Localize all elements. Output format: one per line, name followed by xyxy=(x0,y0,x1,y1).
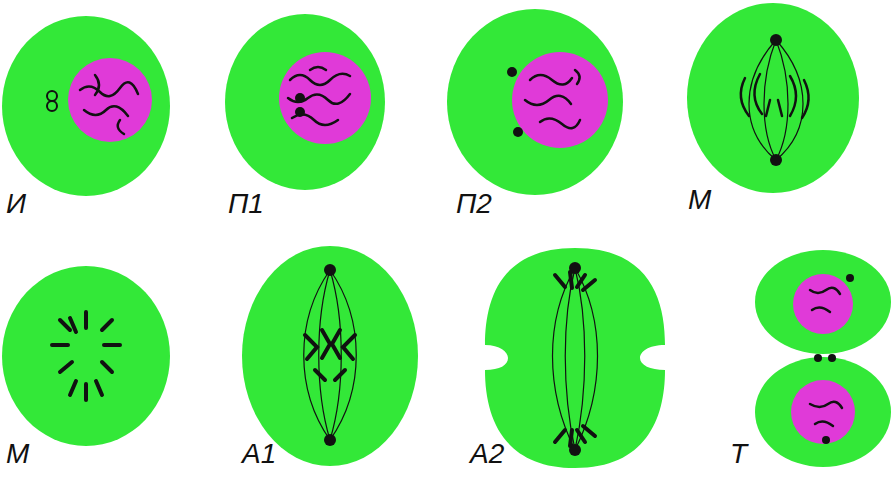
phase-label: А1 xyxy=(242,440,276,468)
chromatin xyxy=(47,67,842,426)
phase-label: М xyxy=(6,440,29,468)
nuclei xyxy=(68,52,855,444)
spindle xyxy=(304,40,803,450)
centrioles xyxy=(295,34,854,456)
chromosomes xyxy=(52,272,595,446)
phase-label: Т xyxy=(730,440,747,468)
phase-label: А2 xyxy=(470,440,504,468)
phase-label: П2 xyxy=(456,190,492,218)
phase-label: И xyxy=(6,190,26,218)
phase-label: П1 xyxy=(228,190,264,218)
cell-bodies xyxy=(2,3,891,468)
phase-label: М xyxy=(688,186,711,214)
